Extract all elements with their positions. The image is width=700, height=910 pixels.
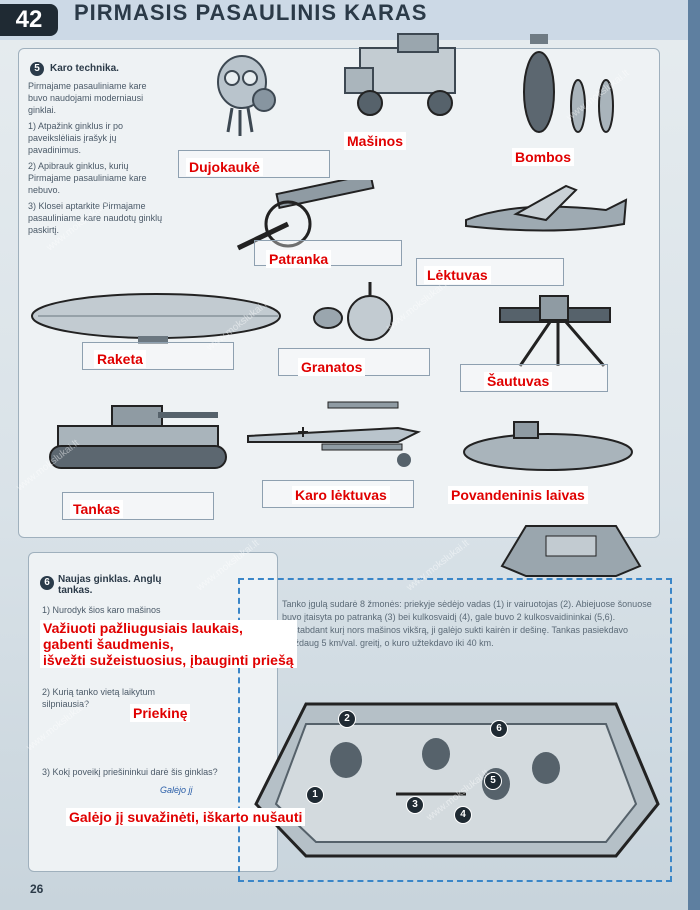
answer-1-label: Važiuoti pažliugusiais laukais, gabenti … (40, 620, 297, 668)
grenade-illustration (313, 282, 393, 341)
biplane-illustration (247, 401, 422, 467)
section5-badge: 5 (30, 62, 44, 76)
tank-crew-number-3: 3 (406, 796, 424, 814)
label-gas-mask: Dujokaukė (186, 158, 263, 176)
section5-step-3: 3) Klosei aptarkite Pirmajame pasaulinia… (28, 201, 163, 235)
label-rifle: Šautuvas (484, 372, 553, 390)
section5-instructions: Pirmajame pasauliniame kare buvo naudoja… (28, 80, 168, 236)
mark-i-tank-illustration (500, 525, 642, 577)
label-cannon: Patranka (266, 250, 332, 268)
zeppelin-illustration (31, 293, 281, 344)
tank-cutaway-illustration (254, 702, 660, 858)
section5-intro: Pirmajame pasauliniame kare buvo naudoja… (28, 81, 147, 115)
label-submarine: Povandeninis laivas (448, 486, 588, 504)
section5-step-2: 2) Apibrauk ginklus, kurių Pirmajame pas… (28, 161, 147, 195)
answer-1-line-2: gabenti šaudmenis, (43, 636, 174, 652)
cannon-illustration (236, 180, 375, 251)
label-rocket: Raketa (94, 350, 146, 368)
section5-title: Karo technika. (50, 63, 119, 74)
section6-question-3: 3) Kokį poveikį priešininkui darė šis gi… (42, 767, 218, 777)
label-trucks: Mašinos (344, 132, 407, 150)
tank-description: Tanko įgulą sudarė 8 žmonės: priekyje sė… (282, 599, 652, 648)
bombs-illustration (523, 34, 614, 133)
tank-illustration (49, 405, 227, 469)
page-number-badge: 42 (0, 4, 58, 36)
tank-diagram-frame (238, 578, 672, 882)
footer-page-number: 26 (30, 882, 44, 896)
section6-title: Naujas ginklas. Anglų tankas. (58, 574, 162, 596)
answer-1-line-3: išvežti sužeistuosius, įbauginti priešą (43, 652, 294, 668)
label-bombs: Bombos (512, 148, 574, 166)
tank-crew-number-2: 2 (338, 710, 356, 728)
section5-step-1: 1) Atpažink ginklus ir po paveikslėliais… (28, 121, 124, 155)
answer-1-line-1: Važiuoti pažliugusiais laukais, (43, 620, 243, 636)
section6-badge: 6 (40, 576, 54, 590)
gas-mask-illustration (217, 55, 276, 136)
tank-crew-number-1: 1 (306, 786, 324, 804)
section6-question-1: 1) Nurodyk šios karo mašinos (42, 605, 161, 615)
answer-2-label: Priekinę (130, 704, 191, 722)
truck-illustration (344, 33, 456, 116)
header-band (0, 0, 688, 40)
tank-crew-number-4: 4 (454, 806, 472, 824)
answer-3-label: Galėjo jį suvažinėti, iškarto nušauti (66, 808, 306, 826)
label-tank: Tankas (70, 500, 124, 518)
tank-crew-number-5: 5 (484, 772, 502, 790)
fighter-plane-illustration (465, 184, 628, 232)
tank-crew-number-6: 6 (490, 720, 508, 738)
label-grenades: Granatos (298, 358, 366, 376)
label-war-plane: Karo lėktuvas (292, 486, 390, 504)
chapter-title: PIRMASIS PASAULINIS KARAS (74, 0, 428, 25)
handwritten-answer-3: Galėjo jį (160, 785, 193, 795)
machine-gun-illustration (499, 295, 611, 367)
submarine-illustration (463, 421, 633, 471)
section6-question-2: 2) Kurią tanko vietą laikytum silpniausi… (42, 687, 156, 709)
label-airplane: Lėktuvas (424, 266, 491, 284)
